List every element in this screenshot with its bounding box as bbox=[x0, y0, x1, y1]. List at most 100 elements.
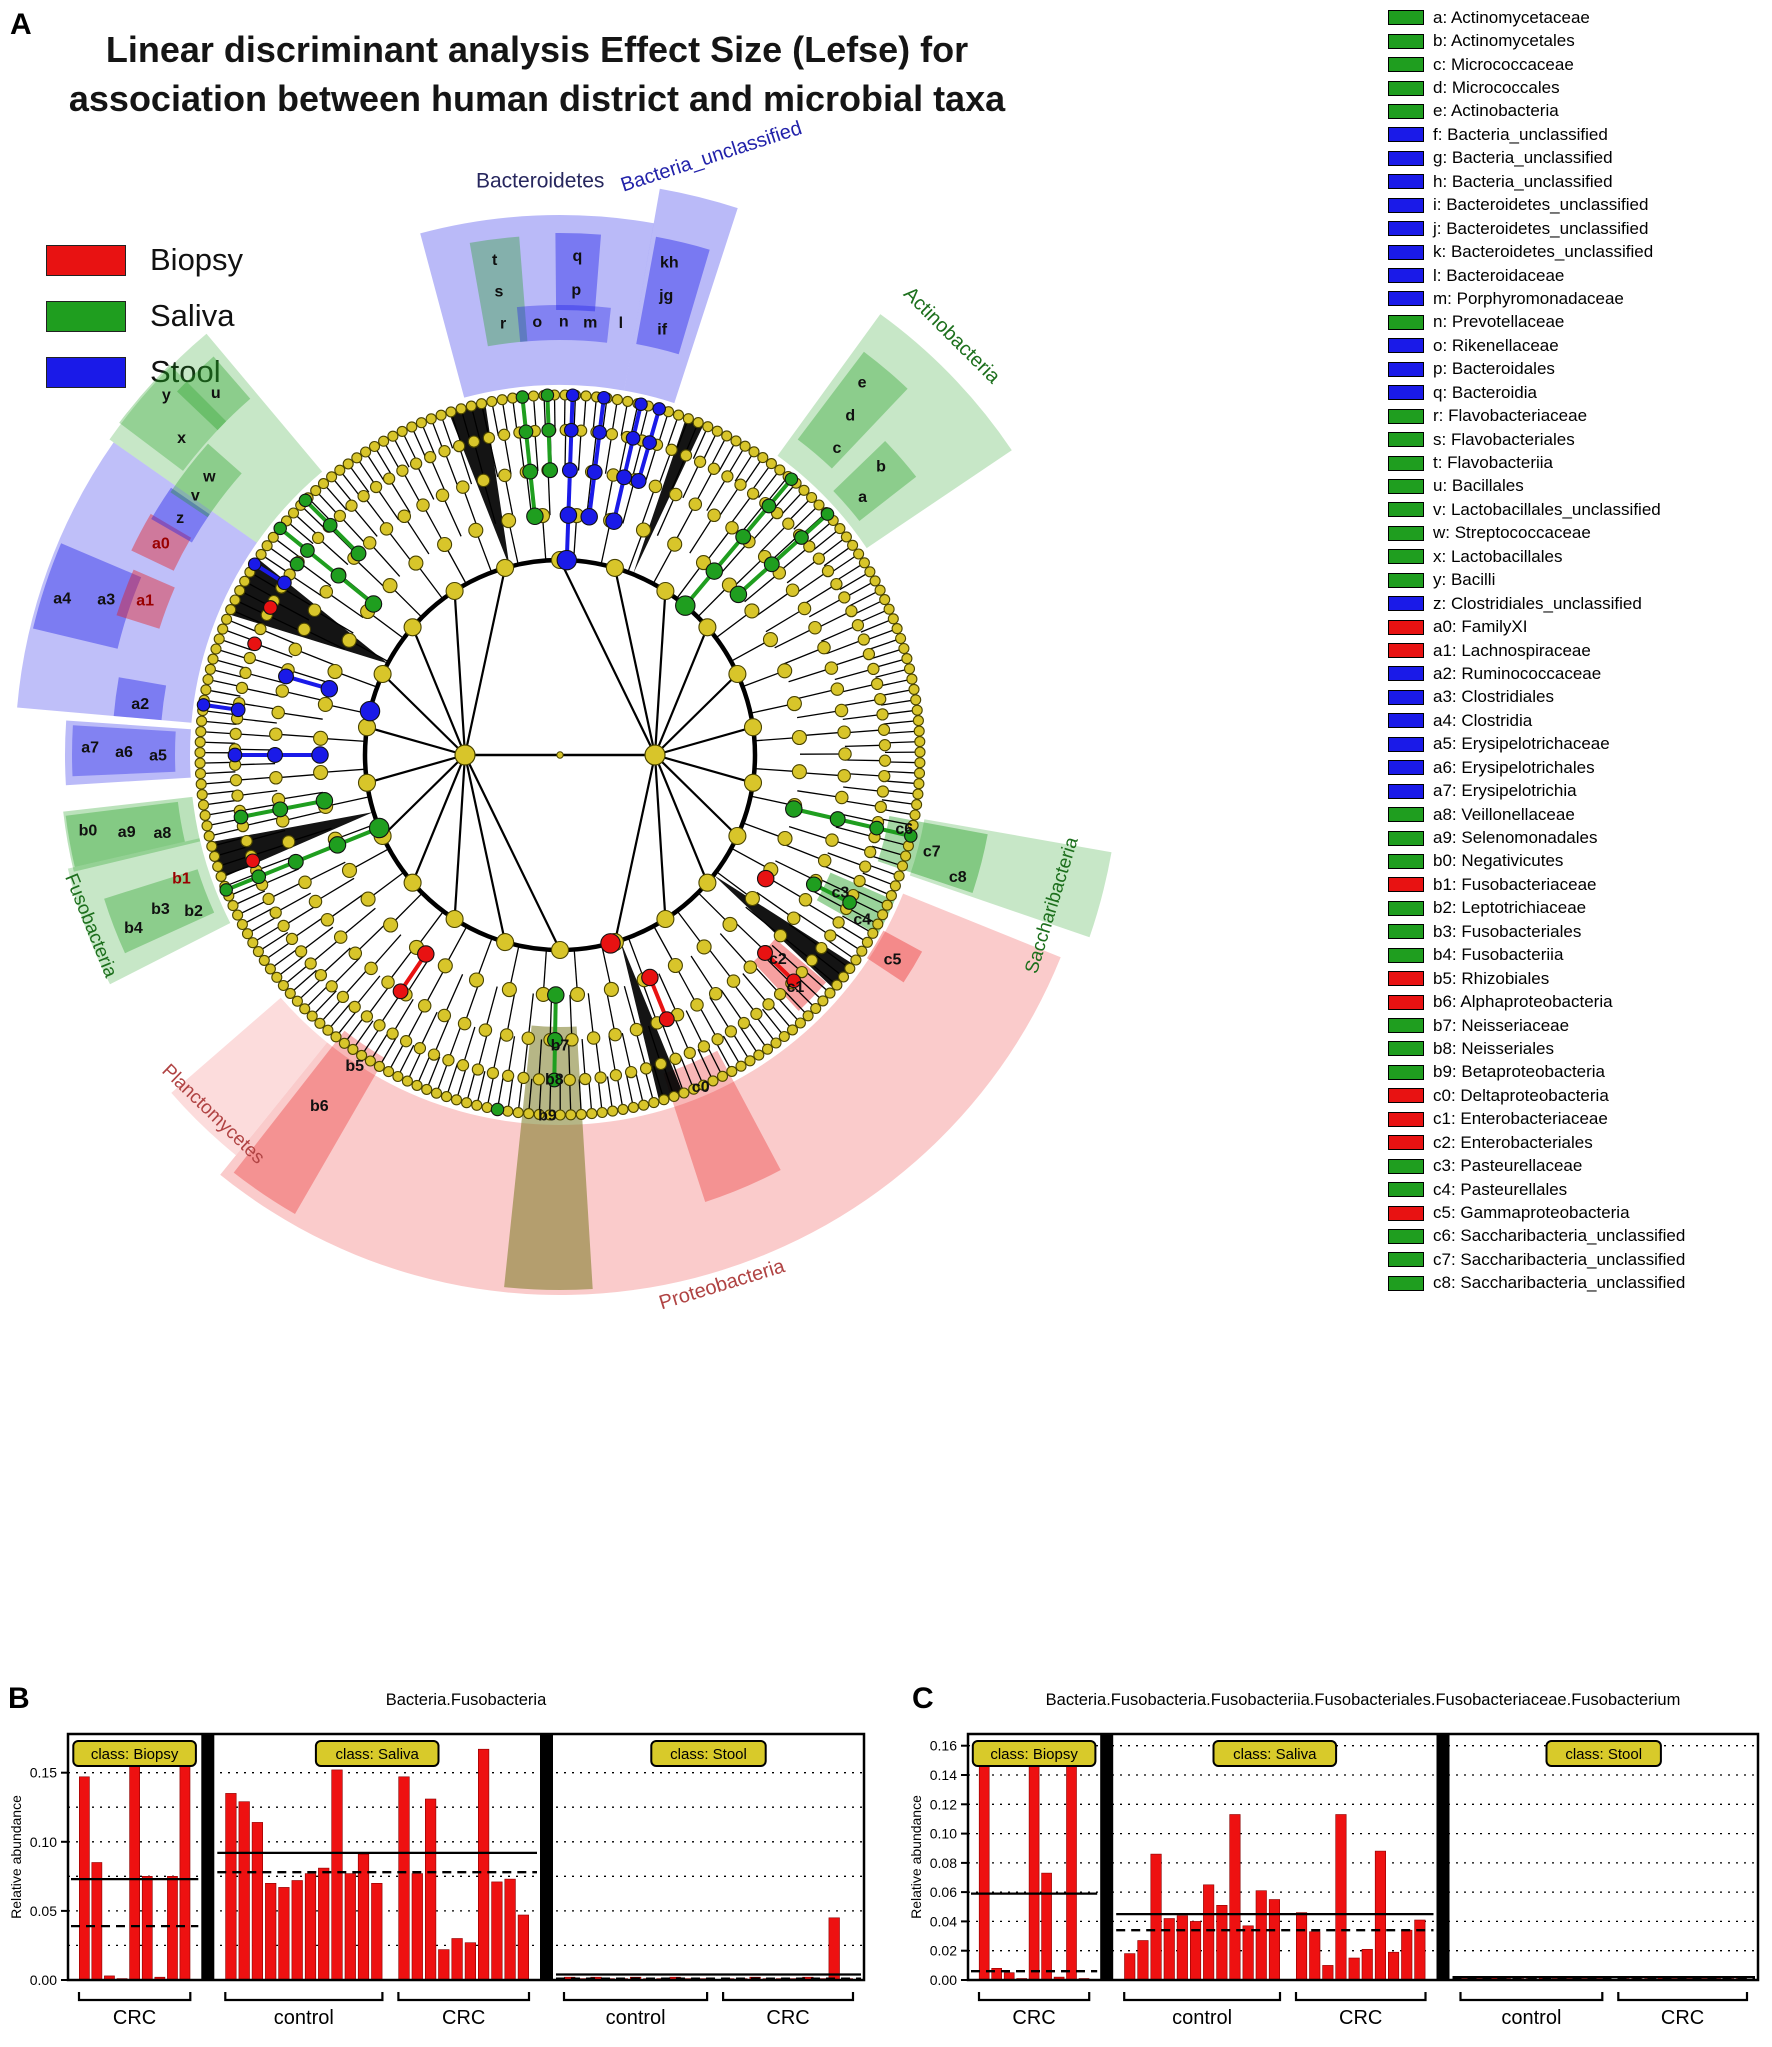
svg-text:b4: b4 bbox=[124, 920, 143, 937]
taxa-color-swatch bbox=[1388, 244, 1424, 260]
taxa-legend-label: b7: Neisseriaceae bbox=[1433, 1015, 1570, 1035]
svg-text:0.15: 0.15 bbox=[30, 1765, 57, 1781]
taxa-legend-label: u: Bacillales bbox=[1433, 476, 1524, 496]
taxa-legend-label: b3: Fusobacteriales bbox=[1433, 921, 1582, 941]
taxa-legend-item: c1: Enterobacteriaceae bbox=[1388, 1108, 1768, 1131]
svg-text:a5: a5 bbox=[149, 748, 167, 765]
figure-title-line2: association between human district and m… bbox=[68, 77, 1006, 119]
taxa-color-swatch bbox=[1388, 80, 1424, 96]
svg-text:c8: c8 bbox=[949, 869, 967, 886]
svg-text:0.00: 0.00 bbox=[30, 1972, 57, 1988]
taxa-legend-label: c3: Pasteurellaceae bbox=[1433, 1156, 1583, 1176]
svg-text:class: Stool: class: Stool bbox=[670, 1746, 747, 1763]
taxa-legend-item: k: Bacteroidetes_unclassified bbox=[1388, 240, 1768, 263]
svg-text:a3: a3 bbox=[97, 591, 115, 608]
taxa-color-swatch bbox=[1388, 221, 1424, 237]
svg-text:z: z bbox=[176, 510, 184, 527]
svg-text:b7: b7 bbox=[551, 1038, 570, 1055]
taxa-color-swatch bbox=[1388, 150, 1424, 166]
taxa-legend-item: f: Bacteria_unclassified bbox=[1388, 123, 1768, 146]
taxa-color-swatch bbox=[1388, 783, 1424, 799]
svg-text:b5: b5 bbox=[345, 1058, 364, 1075]
taxa-legend-label: b: Actinomycetales bbox=[1433, 31, 1575, 51]
svg-text:CRC: CRC bbox=[442, 2007, 485, 2029]
taxa-legend-label: y: Bacilli bbox=[1433, 570, 1496, 590]
taxa-legend-item: w: Streptococcaceae bbox=[1388, 522, 1768, 545]
svg-text:control: control bbox=[1172, 2007, 1232, 2029]
taxa-legend-label: s: Flavobacteriales bbox=[1433, 429, 1575, 449]
taxa-color-swatch bbox=[1388, 619, 1424, 635]
taxa-legend-item: c4: Pasteurellales bbox=[1388, 1178, 1768, 1201]
cladogram-nodes bbox=[194, 389, 926, 1121]
taxa-legend-item: a4: Clostridia bbox=[1388, 709, 1768, 732]
taxa-legend-item: a2: Ruminococcaceae bbox=[1388, 662, 1768, 685]
svg-text:0.00: 0.00 bbox=[930, 1972, 957, 1988]
taxa-legend-item: g: Bacteria_unclassified bbox=[1388, 147, 1768, 170]
svg-text:control: control bbox=[606, 2007, 666, 2029]
svg-text:q: q bbox=[573, 248, 583, 265]
taxa-legend-item: h: Bacteria_unclassified bbox=[1388, 170, 1768, 193]
taxa-legend-label: e: Actinobacteria bbox=[1433, 101, 1559, 121]
panel-b-label: B bbox=[8, 1682, 30, 1715]
svg-text:l: l bbox=[619, 315, 623, 332]
taxa-legend-item: u: Bacillales bbox=[1388, 475, 1768, 498]
taxa-color-swatch bbox=[1388, 666, 1424, 682]
taxa-legend-item: l: Bacteroidaceae bbox=[1388, 264, 1768, 287]
figure-title: Linear discriminant analysis Effect Size… bbox=[22, 26, 1052, 123]
svg-text:b9: b9 bbox=[538, 1107, 557, 1124]
taxa-legend-item: d: Micrococcales bbox=[1388, 76, 1768, 99]
taxa-legend-item: i: Bacteroidetes_unclassified bbox=[1388, 194, 1768, 217]
svg-text:0.05: 0.05 bbox=[30, 1903, 57, 1919]
taxa-legend-item: b4: Fusobacteriia bbox=[1388, 944, 1768, 967]
taxa-color-swatch bbox=[1388, 502, 1424, 518]
taxa-legend-item: c2: Enterobacteriales bbox=[1388, 1131, 1768, 1154]
taxa-legend-label: a: Actinomycetaceae bbox=[1433, 7, 1590, 27]
taxa-legend-label: t: Flavobacteriia bbox=[1433, 453, 1553, 473]
taxa-legend-label: n: Prevotellaceae bbox=[1433, 312, 1565, 332]
taxa-legend-item: a6: Erysipelotrichales bbox=[1388, 756, 1768, 779]
taxa-color-swatch bbox=[1388, 385, 1424, 401]
taxa-color-swatch bbox=[1388, 1252, 1424, 1268]
taxa-color-swatch bbox=[1388, 807, 1424, 823]
taxa-legend-label: b5: Rhizobiales bbox=[1433, 968, 1550, 988]
svg-text:CRC: CRC bbox=[1339, 2007, 1382, 2029]
taxa-legend-label: c2: Enterobacteriales bbox=[1433, 1132, 1593, 1152]
taxa-legend-item: b5: Rhizobiales bbox=[1388, 967, 1768, 990]
taxa-legend-item: a3: Clostridiales bbox=[1388, 686, 1768, 709]
taxa-legend-label: b0: Negativicutes bbox=[1433, 851, 1564, 871]
taxa-color-swatch bbox=[1388, 127, 1424, 143]
taxa-color-swatch bbox=[1388, 33, 1424, 49]
taxa-legend-label: l: Bacteroidaceae bbox=[1433, 265, 1565, 285]
panel-c-label: C bbox=[912, 1682, 934, 1715]
class-legend-item: Saliva bbox=[46, 298, 243, 334]
taxa-color-swatch bbox=[1388, 1275, 1424, 1291]
svg-text:b3: b3 bbox=[151, 901, 170, 918]
taxa-legend-item: a7: Erysipelotrichia bbox=[1388, 779, 1768, 802]
svg-text:c5: c5 bbox=[884, 951, 902, 968]
svg-text:b8: b8 bbox=[545, 1072, 564, 1089]
class-color-swatch bbox=[46, 356, 126, 388]
taxa-legend-label: a6: Erysipelotrichales bbox=[1433, 757, 1595, 777]
svg-text:a: a bbox=[858, 489, 867, 506]
taxa-legend-item: m: Porphyromonadaceae bbox=[1388, 287, 1768, 310]
taxa-legend-label: b2: Leptotrichiaceae bbox=[1433, 898, 1587, 918]
taxa-color-swatch bbox=[1388, 1158, 1424, 1174]
taxa-color-swatch bbox=[1388, 900, 1424, 916]
svg-text:control: control bbox=[1501, 2007, 1561, 2029]
svg-text:d: d bbox=[845, 408, 855, 425]
taxa-legend-item: b2: Leptotrichiaceae bbox=[1388, 897, 1768, 920]
taxa-color-swatch bbox=[1388, 1182, 1424, 1198]
svg-text:control: control bbox=[274, 2007, 334, 2029]
taxa-legend-item: a0: FamilyXI bbox=[1388, 615, 1768, 638]
taxa-legend-label: c7: Saccharibacteria_unclassified bbox=[1433, 1249, 1686, 1269]
svg-text:x: x bbox=[177, 430, 186, 447]
taxa-legend-item: b1: Fusobacteriaceae bbox=[1388, 873, 1768, 896]
taxa-legend-item: c0: Deltaproteobacteria bbox=[1388, 1084, 1768, 1107]
taxa-color-swatch bbox=[1388, 1228, 1424, 1244]
abundance-chart-fusobacterium: Bacteria.Fusobacteria.Fusobacteriia.Fuso… bbox=[908, 1691, 1760, 2029]
taxa-legend-item: b8: Neisseriales bbox=[1388, 1037, 1768, 1060]
taxa-legend-item: a5: Erysipelotrichaceae bbox=[1388, 733, 1768, 756]
